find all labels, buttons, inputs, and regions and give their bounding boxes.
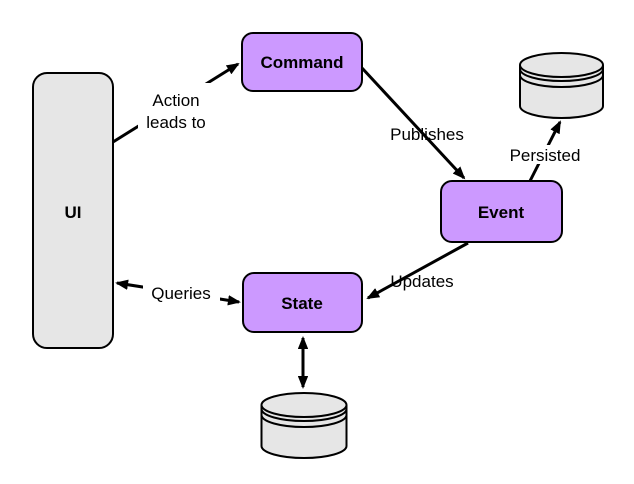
edge-updates	[366, 241, 469, 300]
edge-label-bg-persisted	[503, 145, 587, 164]
edge-publishes	[360, 66, 466, 180]
node-state-box	[242, 272, 363, 333]
node-command-label: Command	[260, 53, 343, 72]
event-store-disk-line-2	[519, 74, 604, 88]
node-ui-label: UI	[65, 203, 82, 222]
node-state-label: State	[281, 294, 323, 313]
event-store-cylinder-top	[519, 52, 604, 78]
database-icon-event-store	[519, 52, 604, 119]
state-store-cylinder-body	[260, 405, 348, 459]
node-command: Command	[241, 32, 363, 92]
state-store-disk-line-1	[260, 408, 348, 422]
state-store-cylinder-top	[260, 392, 348, 418]
edge-label-bg-queries	[143, 284, 220, 301]
state-store-disk-line-2	[260, 414, 348, 428]
event-store-cylinder-body	[519, 65, 604, 119]
edge-label-queries: Queries	[151, 284, 211, 303]
event-store-disk-line-1	[519, 68, 604, 82]
node-ui-box	[32, 72, 114, 349]
edge-label-action-line2: leads to	[146, 113, 206, 132]
node-event-label: Event	[478, 203, 525, 222]
edge-label-backgrounds	[138, 83, 587, 301]
edge-label-publishes: Publishes	[390, 125, 464, 144]
node-command-box	[241, 32, 363, 92]
node-event: Event	[440, 180, 563, 243]
node-state: State	[242, 272, 363, 333]
edge-label-bg-action	[138, 83, 214, 133]
node-event-box	[440, 180, 563, 243]
node-ui: UI	[32, 72, 114, 349]
edge-label-action-line1: Action	[152, 91, 199, 110]
database-icon-state-store	[260, 392, 348, 459]
edge-label-updates: Updates	[390, 272, 453, 291]
edge-label-persisted: Persisted	[510, 146, 581, 165]
edge-labels-layer: Action leads to Publishes Persisted Upda…	[146, 91, 580, 303]
